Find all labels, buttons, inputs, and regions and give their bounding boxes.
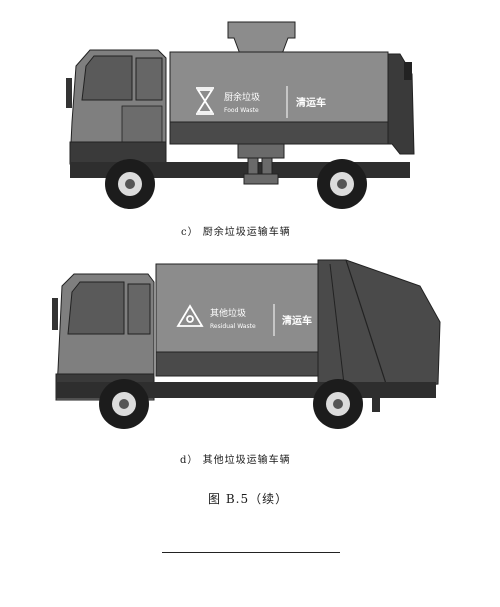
category-en: Food Waste <box>224 107 259 114</box>
cab-side-window <box>127 283 151 335</box>
rear-wheel <box>313 379 363 429</box>
category-cn: 厨余垃圾 <box>224 91 260 103</box>
side-mechanism <box>237 143 285 185</box>
food-waste-truck-illustration: 厨余垃圾 Food Waste 清运车 <box>66 21 415 209</box>
footnote-rule <box>162 552 340 553</box>
category-en: Residual Waste <box>210 323 256 330</box>
rear-wheel <box>317 159 367 209</box>
cab-lower-band <box>69 141 167 165</box>
vehicle-label: 清运车 <box>282 314 312 327</box>
container-lower-band <box>169 121 389 145</box>
front-wheel <box>99 379 149 429</box>
caption-panel-d: d） 其他垃圾运输车辆 <box>180 455 291 466</box>
residual-waste-truck-illustration: 其他垃圾 Residual Waste 清运车 <box>52 259 441 429</box>
figure-label: 图 B.5（续） <box>208 492 289 506</box>
compactor-seam-2 <box>329 263 345 385</box>
hourglass-icon <box>196 87 214 115</box>
category-cn: 其他垃圾 <box>210 307 246 319</box>
vehicle-label: 清运车 <box>296 96 326 109</box>
container-lower-band <box>155 351 321 377</box>
triangle-arrows-icon <box>176 304 204 327</box>
cab-window <box>67 281 125 335</box>
rear-compactor <box>317 259 441 393</box>
compactor-seam <box>345 259 389 391</box>
top-hopper <box>227 21 296 55</box>
rear-light <box>404 62 412 80</box>
caption-panel-c: c） 厨余垃圾运输车辆 <box>181 227 291 238</box>
rear-bumper <box>372 398 380 412</box>
front-wheel <box>105 159 155 209</box>
mirror <box>66 78 72 108</box>
cab-side-window <box>135 57 163 101</box>
cab-door-panel <box>121 105 163 147</box>
mirror <box>52 298 58 330</box>
cab-window <box>81 55 133 101</box>
